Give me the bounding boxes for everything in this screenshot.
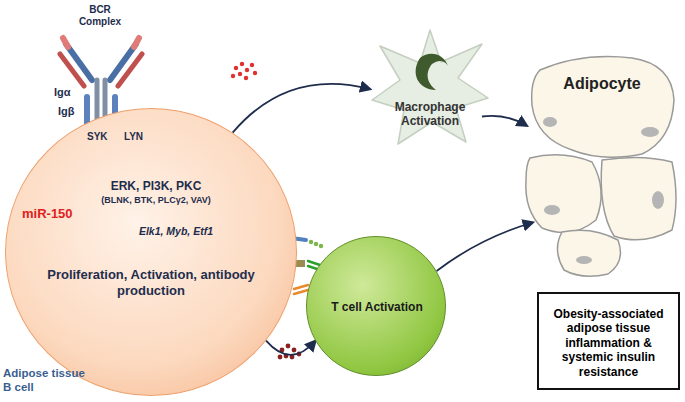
node-text: Macrophage Activation <box>380 100 480 129</box>
node-text: Elk1, Myb, Etf1 <box>126 225 226 238</box>
part-label: miR-150 <box>22 206 73 222</box>
t-cell-circle: T cell Activation <box>306 236 446 376</box>
b-cell-circle: ERK, PI3K, PKC (BLNK, BTK, PLCγ2, VAV) Elk… <box>5 108 297 396</box>
node-text: T cell Activation <box>327 300 427 314</box>
cytokine-dots <box>231 62 257 80</box>
arrow-connector <box>437 223 533 272</box>
outcome-box: Obesity-associated adipose tissue inflam… <box>537 292 680 390</box>
antibody-dots <box>278 344 302 360</box>
part-label: Igα <box>54 86 71 99</box>
part-label: SYK <box>87 131 108 143</box>
part-label: LYN <box>124 131 143 143</box>
part-label: Igβ <box>58 105 75 118</box>
node-text: Obesity-associated adipose tissue inflam… <box>545 307 672 379</box>
macrophage: Macrophage Activation <box>370 28 490 146</box>
node-text: ERK, PI3K, PKC <box>81 179 231 193</box>
arrow-connector <box>233 84 370 133</box>
node-text: Adipocyte <box>542 74 662 93</box>
part-label: BCR Complex <box>70 4 130 28</box>
adipocyte: Adipocyte <box>522 50 682 280</box>
arrow-connector <box>266 341 315 355</box>
arrow-connector <box>482 116 527 126</box>
node-text: Proliferation, Activation, antibody prod… <box>46 267 256 298</box>
node-text: Adipose tissue B cell <box>3 367 91 395</box>
node-text: (BLNK, BTK, PLCγ2, VAV) <box>71 195 241 206</box>
